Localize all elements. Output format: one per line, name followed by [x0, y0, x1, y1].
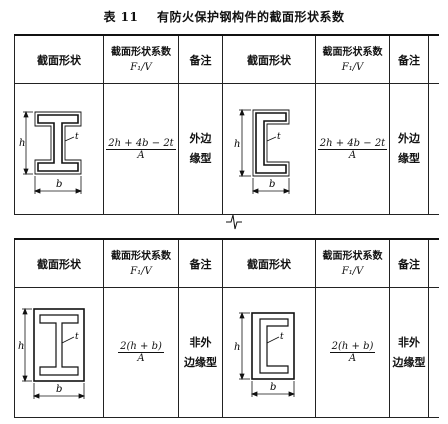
break-mark-icon	[226, 214, 242, 230]
dim-t-label: t	[75, 132, 79, 142]
dim-h-label: h	[18, 341, 24, 352]
header-shape: 截面形状	[14, 34, 104, 84]
dim-t-label: t	[280, 332, 284, 342]
shape-cell: h b t	[222, 287, 316, 418]
i-beam-outline-protection-diagram: h b t	[19, 110, 83, 194]
note-cell: 非外边缘型	[389, 287, 429, 418]
header-note: 备注	[178, 34, 223, 84]
table-title-text: 有防火保护钢构件的截面形状系数	[157, 10, 345, 24]
note-cell: 非外边缘型	[178, 287, 223, 418]
table-title: 表 11 有防火保护钢构件的截面形状系数	[0, 8, 448, 25]
shape-cell: h b t	[14, 83, 104, 215]
table-number: 表 11	[103, 10, 139, 24]
shape-cell: h b t	[222, 83, 316, 215]
header-shape: 截面形状	[222, 34, 316, 84]
header-shape: 截面形状	[14, 238, 104, 288]
header-note: 备注	[389, 238, 429, 288]
dim-b-label: b	[270, 382, 276, 393]
dim-t-label: t	[75, 332, 79, 342]
channel-box-protection-diagram: h b t	[234, 311, 296, 397]
dim-b-label: b	[269, 179, 275, 190]
note-cell: 外边缘型	[389, 83, 429, 215]
dim-t-label: t	[277, 132, 281, 142]
header-note: 备注	[389, 34, 429, 84]
note-cell: 外边缘型	[178, 83, 223, 215]
dim-h-label: h	[234, 139, 240, 150]
formula-cell: 2(h + b)A	[103, 287, 179, 418]
shape-cell: h b t	[14, 287, 104, 418]
dim-h-label: h	[19, 138, 25, 149]
header-shape: 截面形状	[222, 238, 316, 288]
channel-outline-protection-diagram: h b t	[234, 108, 291, 194]
dim-b-label: b	[56, 384, 62, 395]
dim-b-label: b	[56, 179, 62, 190]
header-note: 备注	[178, 238, 223, 288]
i-beam-box-protection-diagram: h b t	[18, 307, 86, 399]
formula-cell: 2(h + b)A	[315, 287, 390, 418]
dim-h-label: h	[234, 342, 240, 353]
